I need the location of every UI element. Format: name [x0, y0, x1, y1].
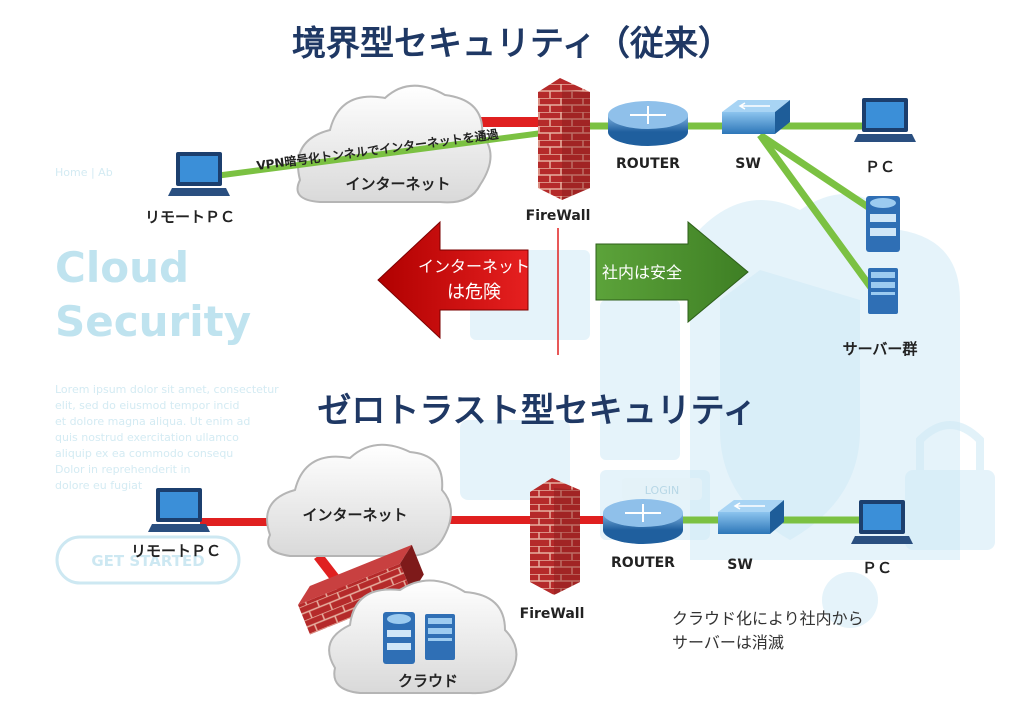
zt-note-line-2: サーバーは消滅 [672, 633, 784, 652]
vpn-tunnel [214, 127, 566, 179]
internet-label: インターネット [345, 175, 450, 193]
danger-arrow: インターネット は危険 [377, 220, 530, 340]
safe-arrow: 社内は安全 [595, 220, 749, 324]
firewall-icon [530, 478, 580, 595]
firewall-icon [538, 78, 590, 200]
bg-nav: Home | Ab [55, 166, 113, 179]
router-icon [608, 101, 688, 146]
bg-get-started-button [55, 535, 241, 585]
perimeter-title: 境界型セキュリティ（従来） [292, 24, 732, 64]
bg-body-line: elit, sed do eiusmod tempor incid [55, 399, 239, 412]
remote-pc-icon [148, 488, 210, 532]
bg-body-line: Lorem ipsum dolor sit amet, consectetur [55, 383, 279, 396]
router-label: ROUTER [616, 156, 680, 172]
database-server-icon [383, 612, 415, 664]
green-link [757, 132, 883, 303]
danger-arrow-line-2: は危険 [447, 282, 501, 303]
bg-body-line: et dolore magna aliqua. Ut enim ad [55, 415, 250, 428]
remote-pc-label: リモートＰＣ [145, 208, 235, 226]
bg-body-line: dolore eu fugiat [55, 479, 143, 492]
zt-pc-label: ＰＣ [862, 559, 892, 577]
server-icon [868, 268, 898, 314]
bg-login-badge: LOGIN [645, 484, 679, 497]
zt-router-label: ROUTER [611, 555, 675, 571]
cloud-icon [328, 579, 518, 695]
firewall-label: FireWall [526, 208, 591, 224]
pc-label: ＰＣ [865, 158, 895, 176]
internet-cloud [266, 443, 452, 558]
zt-remote-pc-label: リモートＰＣ [131, 542, 221, 560]
zt-internet-label: インターネット [302, 506, 407, 524]
zt-note-line-1: クラウド化により社内から [672, 609, 864, 628]
danger-arrow-line-1: インターネット [418, 257, 530, 276]
zt-switch-label: SW [727, 557, 753, 573]
pc-icon [854, 98, 916, 142]
bg-body-line: quis nostrud exercitation ullamco [55, 431, 239, 444]
servers-label: サーバー群 [843, 340, 918, 358]
safe-arrow-label: 社内は安全 [602, 263, 682, 282]
bg-headline-1: Cloud [55, 243, 189, 292]
cloud-label: クラウド [398, 672, 458, 690]
server-icon [425, 614, 455, 660]
pc-icon [851, 500, 913, 544]
switch-label: SW [735, 156, 761, 172]
remote-pc-icon [168, 152, 230, 196]
zt-firewall-label: FireWall [520, 606, 585, 622]
green-link [758, 132, 882, 218]
bg-body-line: Dolor in reprehenderit in [55, 463, 191, 476]
switch-icon [722, 100, 790, 134]
internet-cloud [296, 84, 492, 204]
router-icon [603, 499, 683, 544]
zerotrust-title: ゼロトラスト型セキュリティ [317, 391, 756, 431]
database-server-icon [866, 196, 900, 252]
bg-get-started-label: GET STARTED [91, 552, 204, 570]
bg-body-line: aliquip ex ea commodo consequ [55, 447, 233, 460]
switch-icon [718, 500, 784, 534]
bg-headline-2: Security [55, 297, 251, 346]
